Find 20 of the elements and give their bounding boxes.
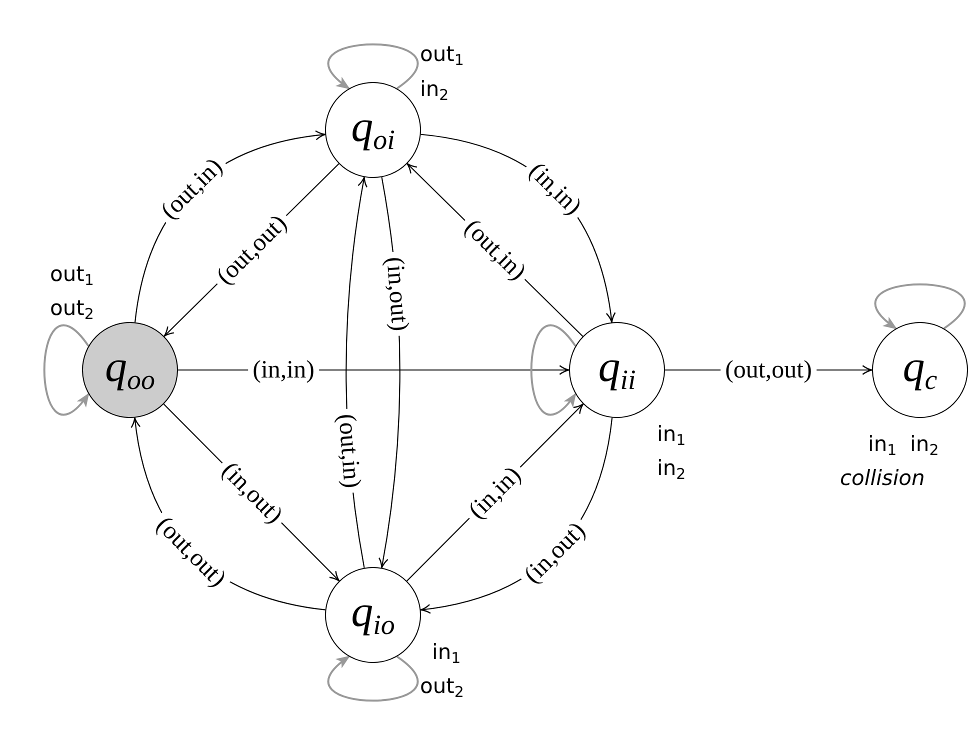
state-name: q$_{oi}$ <box>351 105 395 149</box>
state-name: q$_{oo}$ <box>105 345 155 389</box>
self-loop-arrow <box>43 324 90 416</box>
state-name: q$_{io}$ <box>351 590 395 634</box>
state-name: q$_{ii}$ <box>598 345 636 389</box>
state-output-label: in$_{2}$ <box>420 77 449 102</box>
state-output-label: out$_{1}$ <box>50 262 94 288</box>
state-output-label: in$_{1}$ <box>657 422 686 448</box>
self-loop-arrow <box>327 656 419 702</box>
self-loop-arrow <box>530 324 576 416</box>
state-output-label: in$_{2}$ <box>657 456 686 482</box>
state-output-label: in$_{1}$ in$_{2}$ <box>868 432 939 458</box>
state-output-label: out$_{2}$ <box>420 674 464 700</box>
state-name: q$_{c}$ <box>902 345 938 389</box>
self-loop-arrow <box>874 283 966 330</box>
state-output-label: collision <box>840 466 925 492</box>
state-output-label: out$_{1}$ <box>420 42 464 68</box>
state-output-label: in$_{1}$ <box>432 640 461 666</box>
state-output-label: out$_{2}$ <box>50 296 94 322</box>
self-loop-arrow <box>327 43 419 90</box>
